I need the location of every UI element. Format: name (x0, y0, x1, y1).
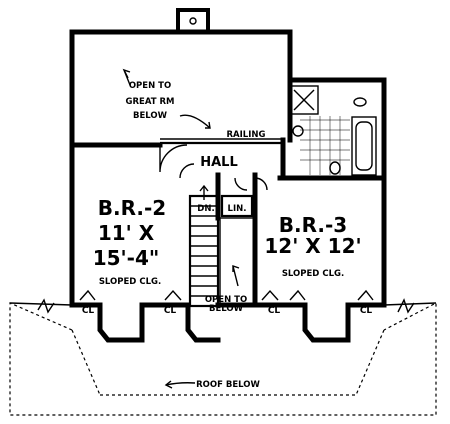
open-great-room-label-3: BELOW (133, 111, 168, 121)
annotation-arrows (122, 68, 211, 389)
railing (160, 138, 283, 145)
sink (292, 125, 304, 137)
door-swings (159, 144, 268, 191)
open-below-area (219, 217, 255, 307)
exterior-walls (69, 29, 387, 308)
closet-label: CL (164, 306, 177, 316)
open-below-label-1: OPEN TO (205, 295, 247, 305)
staircase (188, 184, 220, 308)
linen-label: LIN. (228, 204, 247, 214)
bedroom-2-ceiling: SLOPED CLG. (99, 277, 161, 287)
chimney (176, 8, 210, 34)
bathroom (289, 85, 377, 176)
linen-closet (220, 194, 254, 218)
closet-label: CL (360, 306, 373, 316)
roof-below-label: ROOF BELOW (196, 380, 260, 390)
open-great-room-label-2: GREAT RM (125, 97, 174, 107)
open-below-label-2: BELOW (209, 304, 244, 314)
railing-label: RAILING (227, 130, 266, 140)
bedroom-2-dimension-2: 15'-4" (93, 246, 160, 270)
closet-label: CL (82, 306, 95, 316)
open-great-room-label-1: OPEN TO (129, 81, 171, 91)
bedroom-3-name: B.R.-3 (279, 213, 347, 237)
roof-outline (9, 298, 437, 416)
toilet (329, 161, 341, 175)
bedroom-2-dimension-1: 11' X (98, 221, 155, 245)
bedroom-3-dimension: 12' X 12' (264, 234, 361, 258)
bedroom-3-ceiling: SLOPED CLG. (282, 269, 344, 279)
stair-down-label: DN. (197, 204, 214, 214)
hall-label: HALL (200, 155, 238, 170)
closet-label: CL (268, 306, 281, 316)
lower-wall-closets (69, 289, 387, 343)
bathtub (351, 116, 377, 176)
bedroom-2-name: B.R.-2 (98, 196, 166, 220)
